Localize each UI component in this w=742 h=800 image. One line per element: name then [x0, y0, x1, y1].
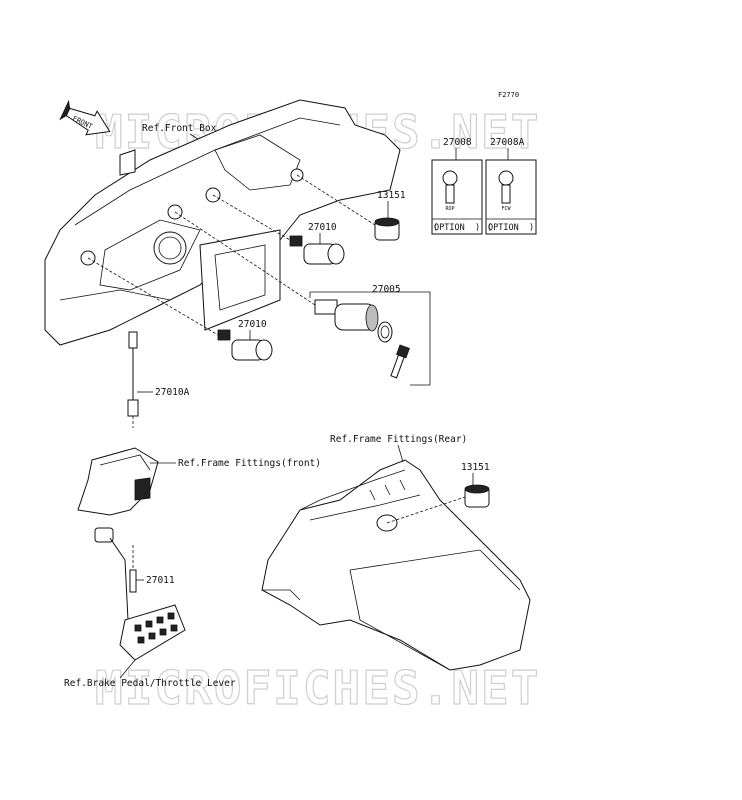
ref-frame-front-label: Ref.Frame Fittings(front) — [178, 458, 321, 469]
option-tag-27008A: OPTION — [488, 223, 519, 233]
ignition-switch-27005 — [314, 299, 410, 379]
watermark-bottom: MICROFICHES.NET — [95, 661, 540, 715]
dashboard-panel — [44, 99, 401, 346]
label-27010-mid: 27010 — [238, 319, 267, 330]
ref-front-box-label: Ref.Front Box — [142, 123, 217, 134]
brake-pedal-assembly — [77, 447, 186, 661]
svg-text:FCW: FCW — [501, 206, 511, 212]
svg-text:ROP: ROP — [445, 206, 454, 212]
svg-text:): ) — [529, 223, 534, 233]
label-27008: 27008 — [443, 137, 472, 148]
wire-harness-27010A — [127, 331, 139, 428]
option-tag-27008: OPTION — [434, 223, 465, 233]
label-13151-top: 13151 — [377, 190, 406, 201]
label-13151-bottom: 13151 — [461, 462, 490, 473]
ref-brake-pedal-label: Ref.Brake Pedal/Throttle Lever — [64, 678, 236, 689]
label-27010A: 27010A — [155, 387, 190, 398]
socket-13151-top — [374, 217, 400, 241]
label-27005: 27005 — [372, 284, 401, 295]
front-arrow-icon — [59, 99, 111, 136]
socket-13151-bottom — [464, 484, 490, 508]
switch-27010-mid — [217, 329, 273, 361]
label-27011: 27011 — [146, 575, 175, 586]
option-card-27008A: FCW OPTION — [485, 159, 537, 235]
ref-frame-rear-label: Ref.Frame Fittings(Rear) — [330, 434, 467, 445]
figure-code: F2770 — [498, 91, 519, 99]
label-27008A: 27008A — [490, 137, 525, 148]
svg-text:(: ( — [433, 223, 438, 233]
rear-cover-panel — [261, 459, 531, 671]
switch-27010-top — [289, 235, 345, 265]
svg-text:(: ( — [487, 223, 492, 233]
label-27010-top: 27010 — [308, 222, 337, 233]
option-card-27008: ROP OPTION — [431, 159, 483, 235]
svg-text:): ) — [475, 223, 480, 233]
